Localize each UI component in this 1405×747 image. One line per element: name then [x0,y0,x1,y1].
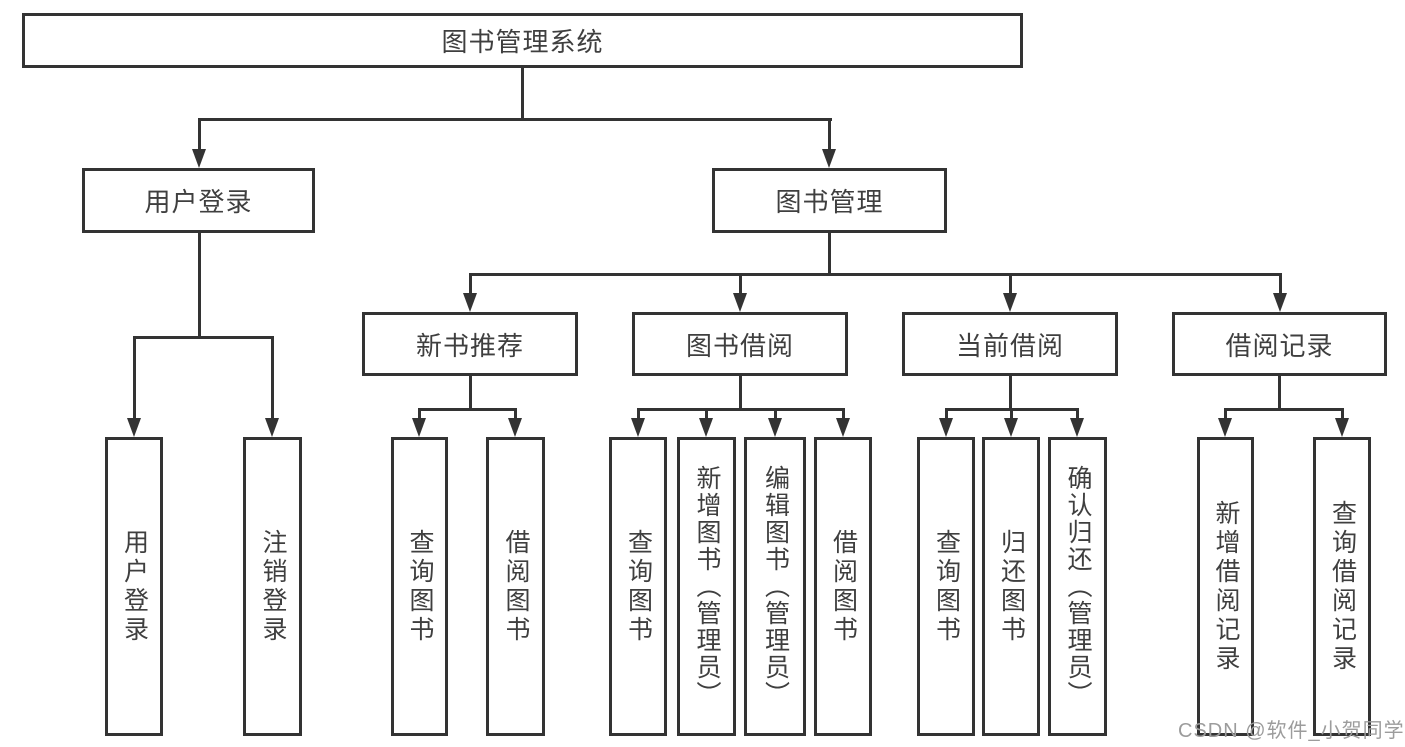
connector-book-borrow-drop [739,273,742,294]
arrowhead-book-borrow-icon [733,293,747,312]
connector-user-login-stem [198,233,201,339]
connector-book-mgmt-drop [828,118,831,150]
arrowhead-current-borrow-icon [1003,293,1017,312]
connector-current-borrow-stem [1009,376,1012,411]
arrowhead-book-mgmt-icon [822,149,836,168]
leaf-user-login-label: 用户登录 [120,528,149,645]
leaf-query-books-borrowing-label: 查询图书 [624,528,653,645]
connector-user-login-bar [133,336,274,339]
connector-leaf-logout-drop [271,336,274,418]
connector-borrow-records-bar [1224,408,1344,411]
connector-nb-borrow-drop [514,408,517,418]
leaf-add-borrow-record: 新增借阅记录 [1197,437,1254,736]
leaf-query-borrow-record: 查询借阅记录 [1313,437,1371,736]
leaf-query-books-recommend-label: 查询图书 [406,528,434,645]
arrowhead-cb-query-icon [939,418,953,437]
connector-cb-return-drop [1010,408,1013,418]
leaf-borrow-books-borrowing: 借阅图书 [814,437,872,736]
leaf-confirm-return-admin-label: 确认归还（管理员） [1064,465,1092,708]
connector-book-borrow-stem [739,376,742,411]
leaf-query-books-current-label: 查询图书 [932,528,961,645]
connector-user-login-drop [198,118,201,150]
node-current-borrowing: 当前借阅 [902,312,1118,376]
connector-current-borrow-drop [1009,273,1012,294]
node-user-login-label: 用户登录 [144,187,253,217]
leaf-add-books-admin-label: 新增图书（管理员） [693,465,721,708]
connector-new-book-stem [469,376,472,411]
arrowhead-leaf-logout-icon [265,418,279,437]
connector-new-book-drop [469,273,472,294]
leaf-edit-books-admin: 编辑图书（管理员） [744,437,806,736]
arrowhead-leaf-login-icon [127,418,141,437]
connector-cb-query-drop [945,408,948,418]
connector-bb-edit-drop [774,408,777,418]
leaf-borrow-books-recommend-label: 借阅图书 [502,528,530,645]
connector-bb-add-drop [705,408,708,418]
arrowhead-nb-query-icon [412,418,426,437]
leaf-query-books-recommend: 查询图书 [391,437,448,736]
node-new-book-recommend-label: 新书推荐 [415,330,524,361]
leaf-borrow-books-borrowing-label: 借阅图书 [829,528,858,645]
arrowhead-bb-borrow-icon [836,418,850,437]
node-user-login: 用户登录 [82,168,315,233]
arrowhead-bb-query-icon [631,418,645,437]
leaf-logout: 注销登录 [243,437,302,736]
node-new-book-recommend: 新书推荐 [362,312,578,376]
leaf-query-books-current: 查询图书 [917,437,975,736]
node-borrowing-records-label: 借阅记录 [1225,330,1334,361]
connector-bb-query-drop [637,408,640,418]
arrowhead-bb-add-icon [699,418,713,437]
leaf-add-books-admin: 新增图书（管理员） [677,437,736,736]
arrowhead-br-query-icon [1335,418,1349,437]
connector-new-book-bar [418,408,517,411]
connector-nb-query-drop [418,408,421,418]
csdn-watermark: CSDN @软件_小贺同学 [1178,720,1405,742]
connector-root-bar [198,118,832,121]
leaf-return-books-label: 归还图书 [997,528,1026,645]
arrowhead-br-add-icon [1218,418,1232,437]
leaf-logout-label: 注销登录 [259,528,287,645]
connector-br-query-drop [1341,408,1344,418]
arrowhead-borrow-records-icon [1273,293,1287,312]
connector-root-stem [521,68,524,121]
leaf-user-login: 用户登录 [105,437,163,736]
arrowhead-cb-return-icon [1004,418,1018,437]
leaf-edit-books-admin-label: 编辑图书（管理员） [761,465,790,708]
arrowhead-bb-edit-icon [768,418,782,437]
node-root: 图书管理系统 [22,13,1023,68]
connector-borrow-records-stem [1278,376,1281,411]
arrowhead-new-book-icon [463,293,477,312]
connector-book-mgmt-stem [828,233,831,276]
arrowhead-nb-borrow-icon [508,418,522,437]
connector-bb-borrow-drop [842,408,845,418]
connector-borrow-records-drop [1279,273,1282,294]
arrowhead-user-login-icon [192,149,206,168]
node-book-borrowing: 图书借阅 [632,312,848,376]
leaf-return-books: 归还图书 [982,437,1040,736]
node-book-management-label: 图书管理 [775,187,884,217]
leaf-borrow-books-recommend: 借阅图书 [486,437,545,736]
connector-book-borrow-bar [637,408,845,411]
node-root-label: 图书管理系统 [441,27,604,57]
node-borrowing-records: 借阅记录 [1172,312,1387,376]
node-book-management: 图书管理 [712,168,947,233]
connector-cb-confirm-drop [1076,408,1079,418]
leaf-query-borrow-record-label: 查询借阅记录 [1328,499,1357,674]
arrowhead-cb-confirm-icon [1070,418,1084,437]
leaf-add-borrow-record-label: 新增借阅记录 [1212,499,1240,674]
connector-leaf-login-drop [133,336,136,418]
connector-br-add-drop [1224,408,1227,418]
node-current-borrowing-label: 当前借阅 [955,330,1064,361]
leaf-query-books-borrowing: 查询图书 [609,437,667,736]
connector-book-mgmt-bar [469,273,1282,276]
node-book-borrowing-label: 图书借阅 [685,330,794,361]
leaf-confirm-return-admin: 确认归还（管理员） [1048,437,1107,736]
